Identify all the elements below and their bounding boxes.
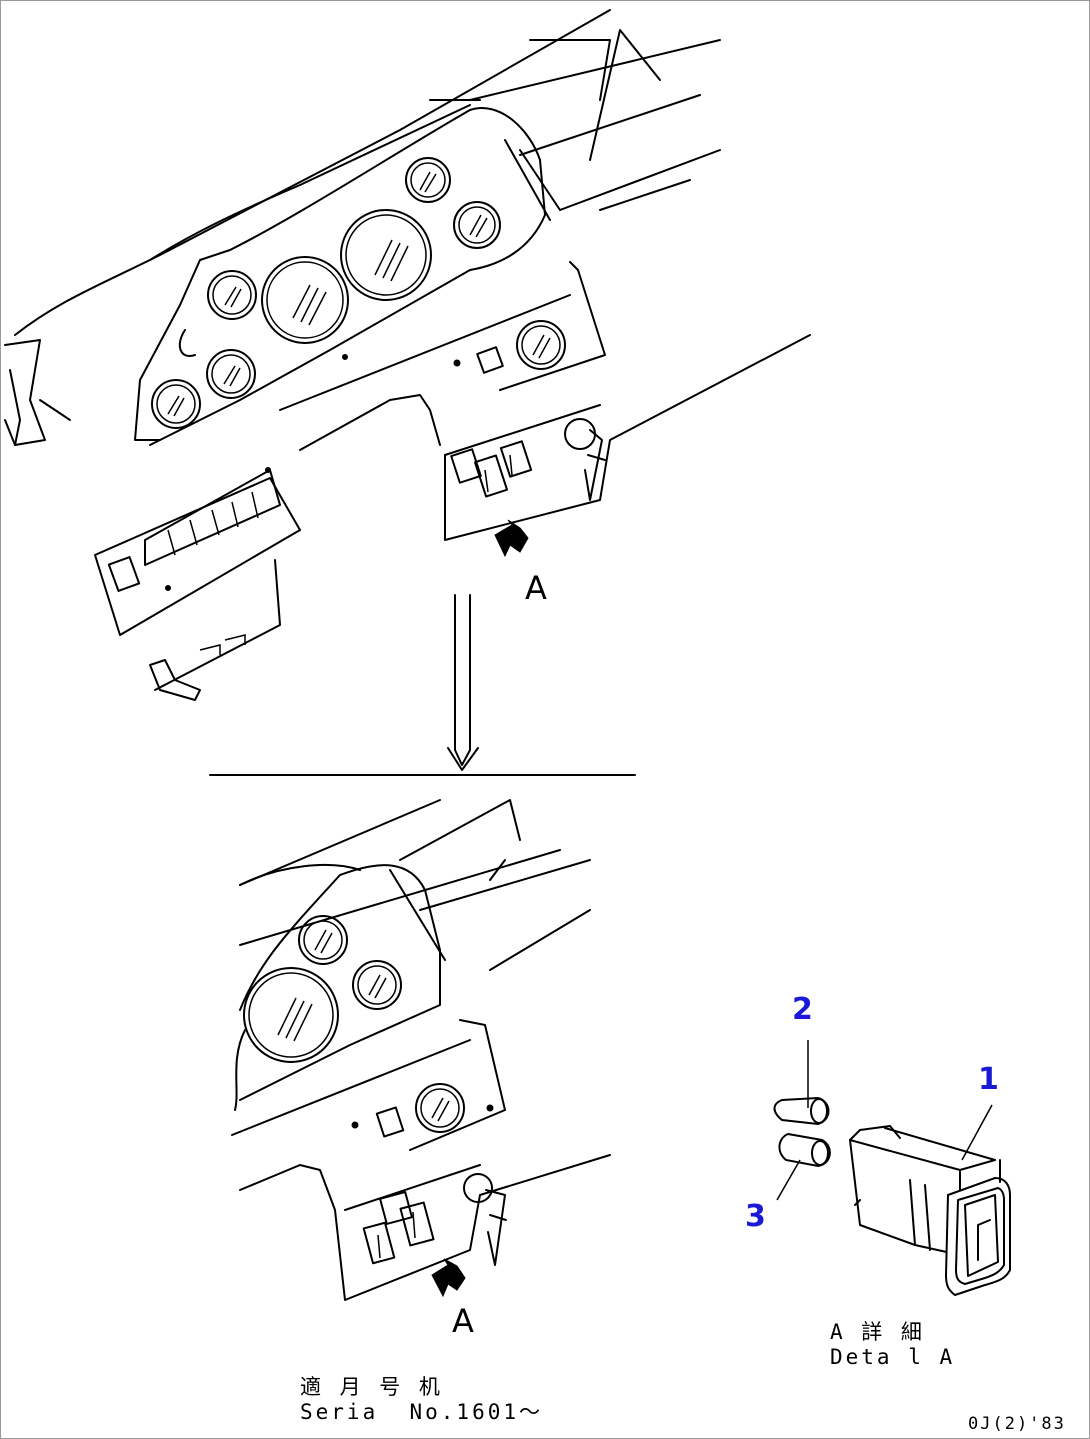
callout-2: 2 <box>792 992 813 1027</box>
lower-view-caption-line2: Seria No.1601～ <box>300 1400 544 1424</box>
lower-dashboard-view <box>231 799 611 1301</box>
upper-gauges <box>151 157 501 429</box>
drawing-code: 0J(2)'83 <box>968 1414 1066 1434</box>
callout-3: 3 <box>745 1199 766 1234</box>
detail-a-view <box>773 1096 1011 1297</box>
transition-arrow <box>209 594 636 776</box>
detail-caption-line1: A 詳 細 <box>830 1320 925 1344</box>
upper-dashboard-view <box>4 9 811 701</box>
detail-caption-line2: Deta l A <box>830 1345 956 1369</box>
lower-view-ref-label: A <box>452 1302 474 1340</box>
callout-leaders <box>776 1040 993 1201</box>
callout-1: 1 <box>978 1062 999 1097</box>
upper-view-ref-label: A <box>525 569 547 607</box>
lower-view-caption-line1: 適 月 号 机 <box>300 1375 443 1399</box>
